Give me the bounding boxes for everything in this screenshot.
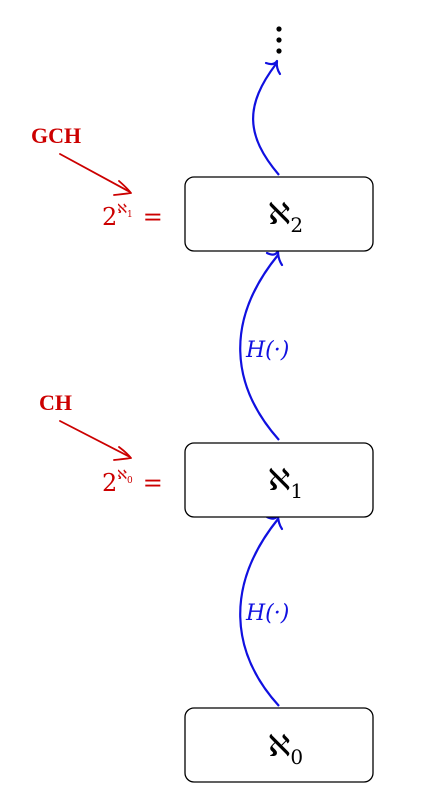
node-aleph-0-symbol: ℵ xyxy=(268,729,290,764)
annotation-gch-base: 2 xyxy=(102,203,117,231)
node-aleph-2-subscript: 2 xyxy=(290,213,303,237)
annotation-ch-base: 2 xyxy=(102,469,117,497)
annotation-ch-title: CH xyxy=(39,390,72,415)
annotation-ch-exp-symbol: ℵ xyxy=(117,468,127,483)
arrow-aleph0-to-aleph1: H(·) xyxy=(239,513,289,707)
edge-label-h-lower: H(·) xyxy=(245,601,289,626)
continuation-ellipsis xyxy=(276,26,282,54)
annotation-gch: GCH 2ℵ1 = xyxy=(31,123,163,231)
annotation-gch-title: GCH xyxy=(31,123,81,148)
annotation-gch-equals: = xyxy=(143,203,163,231)
node-aleph-1-subscript: 1 xyxy=(290,479,303,503)
edge-label-h-upper: H(·) xyxy=(245,338,289,363)
annotation-gch-exp-subscript: 1 xyxy=(127,210,133,220)
annotation-ch-exp-subscript: 0 xyxy=(127,476,133,486)
node-aleph-2: ℵ2 xyxy=(184,176,374,252)
svg-text:ℵ1: ℵ1 xyxy=(268,463,303,503)
node-aleph-0: ℵ0 xyxy=(184,707,374,783)
svg-text:ℵ0: ℵ0 xyxy=(268,729,303,769)
svg-text:2ℵ0=: 2ℵ0 = xyxy=(102,468,163,497)
node-aleph-0-subscript: 0 xyxy=(290,745,303,769)
svg-text:ℵ2: ℵ2 xyxy=(268,197,303,237)
arrow-aleph2-to-continuation xyxy=(252,59,282,176)
node-aleph-1-symbol: ℵ xyxy=(268,463,290,498)
node-aleph-1: ℵ1 xyxy=(184,442,374,518)
svg-text:2ℵ1=: 2ℵ1 = xyxy=(102,202,163,231)
node-aleph-2-symbol: ℵ xyxy=(268,197,290,232)
annotation-ch-equals: = xyxy=(143,469,163,497)
arrow-aleph1-to-aleph2: H(·) xyxy=(239,249,289,441)
annotation-gch-exp-symbol: ℵ xyxy=(117,202,127,217)
annotation-ch: CH 2ℵ0 = xyxy=(39,390,163,497)
